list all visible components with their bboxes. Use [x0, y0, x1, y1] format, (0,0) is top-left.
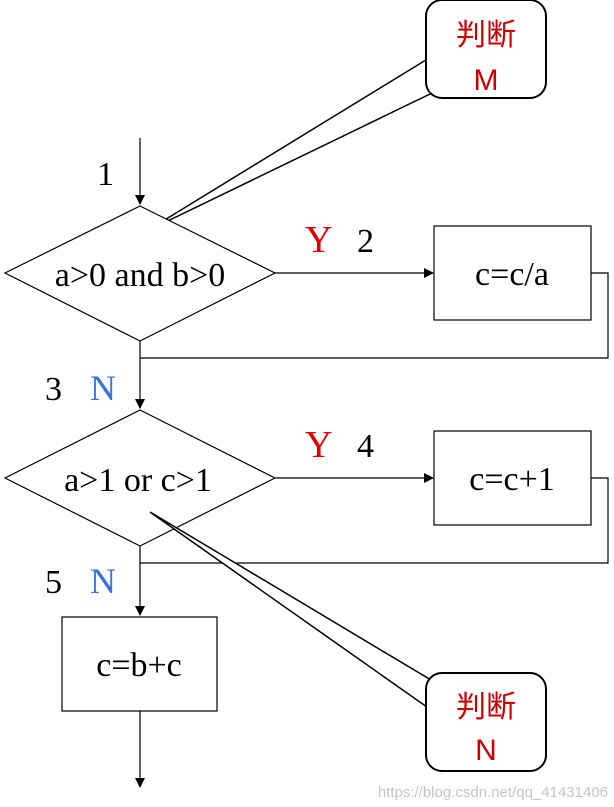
edge-5-condition: N — [90, 561, 116, 601]
edge-4-condition: Y — [305, 424, 332, 466]
process-2-box — [433, 430, 592, 526]
callout-m: 判断 M — [144, 0, 547, 233]
edge-3-condition: N — [90, 368, 116, 408]
edge-2-condition: Y — [305, 219, 332, 261]
decision-2-label: a>1 or c>1 — [64, 462, 212, 499]
process-1-label: c=c/a — [475, 256, 549, 293]
callout-n-title: 判断 — [456, 691, 516, 724]
process-3-box — [61, 616, 218, 712]
callout-n: 判断 N — [149, 511, 547, 772]
edge-4-number: 4 — [357, 428, 374, 465]
callout-n-id: N — [475, 734, 497, 767]
loop-back-1 — [140, 272, 609, 359]
loop-back-2 — [140, 477, 609, 564]
edge-1-number: 1 — [97, 156, 114, 193]
process-2-label: c=c+1 — [469, 461, 555, 498]
edge-5-number: 5 — [45, 564, 62, 601]
callout-m-title: 判断 — [456, 19, 516, 52]
decision-1-label: a>0 and b>0 — [55, 257, 226, 294]
watermark: https://blog.csdn.net/qq_41431406 — [378, 784, 608, 801]
callout-m-id: M — [474, 64, 499, 97]
edge-3-number: 3 — [45, 371, 62, 408]
edge-2-number: 2 — [357, 223, 374, 260]
process-3-label: c=b+c — [96, 647, 182, 684]
